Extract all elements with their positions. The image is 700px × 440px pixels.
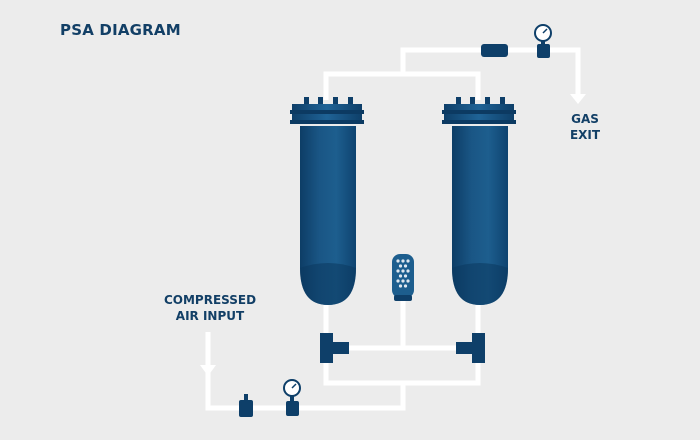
silencer — [392, 254, 414, 301]
outlet-flow-restrictor — [481, 44, 508, 57]
left-adsorption-vessel — [290, 97, 364, 305]
outlet-pressure-gauge-icon — [534, 24, 552, 58]
gas-exit-label-line2: EXIT — [569, 128, 601, 142]
inlet-pressure-gauge-icon — [283, 379, 301, 416]
compressed-air-label-line1: COMPRESSED — [163, 293, 257, 307]
air-input-arrow-icon — [200, 365, 216, 376]
inlet-regulator-valve — [239, 394, 253, 417]
diagram-title: PSA DIAGRAM — [60, 21, 181, 39]
compressed-air-label-line2: AIR INPUT — [175, 309, 245, 323]
right-adsorption-vessel — [442, 97, 516, 305]
top-left-riser-pipe — [323, 71, 481, 100]
gas-exit-arrow-icon — [570, 94, 586, 104]
left-switching-valve — [320, 333, 349, 363]
gas-exit-label-line1: GAS — [571, 112, 599, 126]
gas-exit-label: GAS EXIT — [560, 111, 610, 143]
pipe-network — [205, 47, 581, 411]
compressed-air-inlet-pipe — [205, 332, 406, 411]
bottom-loop-pipe — [323, 360, 481, 386]
right-switching-valve — [456, 333, 485, 363]
compressed-air-input-label: COMPRESSED AIR INPUT — [160, 292, 260, 324]
